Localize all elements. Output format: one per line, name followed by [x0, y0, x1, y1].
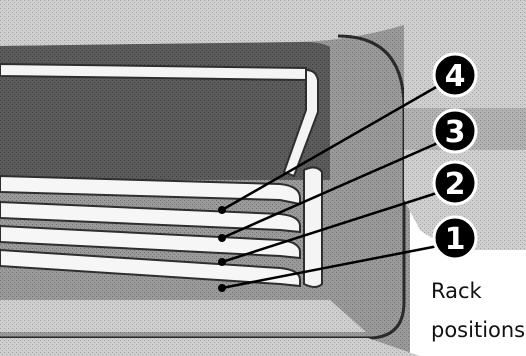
- oven-front-lip: [0, 338, 420, 356]
- oven-floor: [0, 300, 366, 332]
- callout-2: 2: [432, 160, 478, 206]
- callout-1: 1: [432, 215, 478, 261]
- rack-rail-4: [0, 174, 301, 206]
- leader-line-1: [221, 244, 439, 290]
- rack-rail-3: [0, 200, 301, 234]
- leader-line-3: [221, 140, 441, 240]
- oven-ceiling: [0, 0, 420, 46]
- callout-circle: [432, 160, 478, 206]
- caption-positions: positions: [431, 318, 526, 342]
- callout-number: 2: [445, 167, 466, 202]
- callout-circle: [432, 52, 478, 98]
- rack-support-post: [303, 166, 323, 288]
- callout-number: 3: [445, 115, 466, 150]
- top-wire-rack: [0, 62, 319, 178]
- leader-anchor-dots: [218, 206, 226, 292]
- caption-rack: Rack: [431, 279, 482, 303]
- rack-rails: [0, 174, 301, 288]
- rack-rail-1: [0, 248, 301, 288]
- callout-circle: [432, 215, 478, 261]
- callout-4: 4: [432, 52, 478, 98]
- callout-circle: [432, 108, 478, 154]
- oven-frame-edge: [0, 34, 406, 340]
- leader-line-4: [221, 84, 439, 212]
- callout-3: 3: [432, 108, 478, 154]
- callout-number: 1: [445, 222, 466, 257]
- leader-lines: [221, 84, 441, 290]
- leader-line-2: [221, 190, 441, 264]
- callout-number: 4: [445, 59, 466, 94]
- rack-rail-2: [0, 224, 301, 260]
